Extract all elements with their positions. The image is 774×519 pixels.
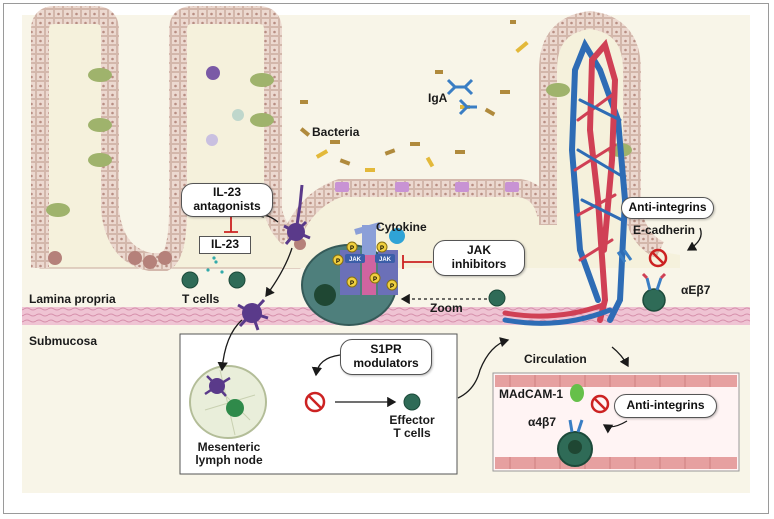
svg-text:P: P <box>350 281 354 287</box>
t-cells-lamina <box>181 256 246 289</box>
bacteria-label: Bacteria <box>312 125 360 139</box>
il23-box: IL-23 <box>199 236 251 254</box>
aeb7-label: αEβ7 <box>681 283 711 297</box>
effector-t-cell <box>403 393 421 411</box>
phospho-label: P <box>350 246 354 252</box>
dendritic-cell-migrating <box>237 298 269 331</box>
inhibit-icon-lymph <box>304 391 326 413</box>
mesenteric-lymph-node-label: Mesenteric lymph node <box>195 440 263 468</box>
submucosa-label: Submucosa <box>29 334 98 348</box>
villus-immune-cells <box>206 66 244 146</box>
jak-label-left: JAK <box>349 257 362 263</box>
svg-text:P: P <box>390 284 394 290</box>
svg-text:P: P <box>373 277 377 283</box>
madcam1-icon <box>570 384 584 402</box>
mesenteric-lymph-node <box>189 365 267 439</box>
circulation-vessel <box>492 372 740 472</box>
aeb7-t-cell <box>616 249 667 312</box>
iga-label: IgA <box>428 91 448 105</box>
jak-inhibitors-bubble: JAK inhibitors <box>433 240 525 276</box>
effector-t-cells-label: Effector T cells <box>389 413 435 441</box>
a4b7-label: α4β7 <box>528 415 557 429</box>
dendritic-cell-lamina <box>283 184 311 245</box>
cytokine-receptor-cell: P P P P P P JAK JAK <box>301 222 405 326</box>
cytokine-icon <box>389 228 405 244</box>
il23-antagonists-bubble: IL-23 antagonists <box>181 183 273 217</box>
t-cell-zoom-source <box>488 289 506 307</box>
madcam1-label: MAdCAM-1 <box>499 387 563 401</box>
e-cadherin-label: E-cadherin <box>633 223 696 237</box>
svg-text:P: P <box>336 259 340 265</box>
jak-label-right: JAK <box>379 257 392 263</box>
anti-integrins-bottom-bubble: Anti-integrins <box>614 394 717 418</box>
svg-text:P: P <box>380 246 384 252</box>
zoom-label: Zoom <box>430 301 463 315</box>
cytokine-label: Cytokine <box>376 220 427 234</box>
blood-vessels <box>502 38 629 326</box>
t-cells-label: T cells <box>182 292 220 306</box>
circulation-label: Circulation <box>524 352 587 366</box>
lamina-propria-label: Lamina propria <box>29 292 116 306</box>
anti-integrins-top-bubble: Anti-integrins <box>621 197 714 219</box>
iga-antibodies <box>446 78 477 116</box>
inhibit-icon-cadherin <box>648 248 668 268</box>
inhibit-icon-madcam <box>590 394 610 414</box>
s1pr-modulators-bubble: S1PR modulators <box>340 339 432 375</box>
